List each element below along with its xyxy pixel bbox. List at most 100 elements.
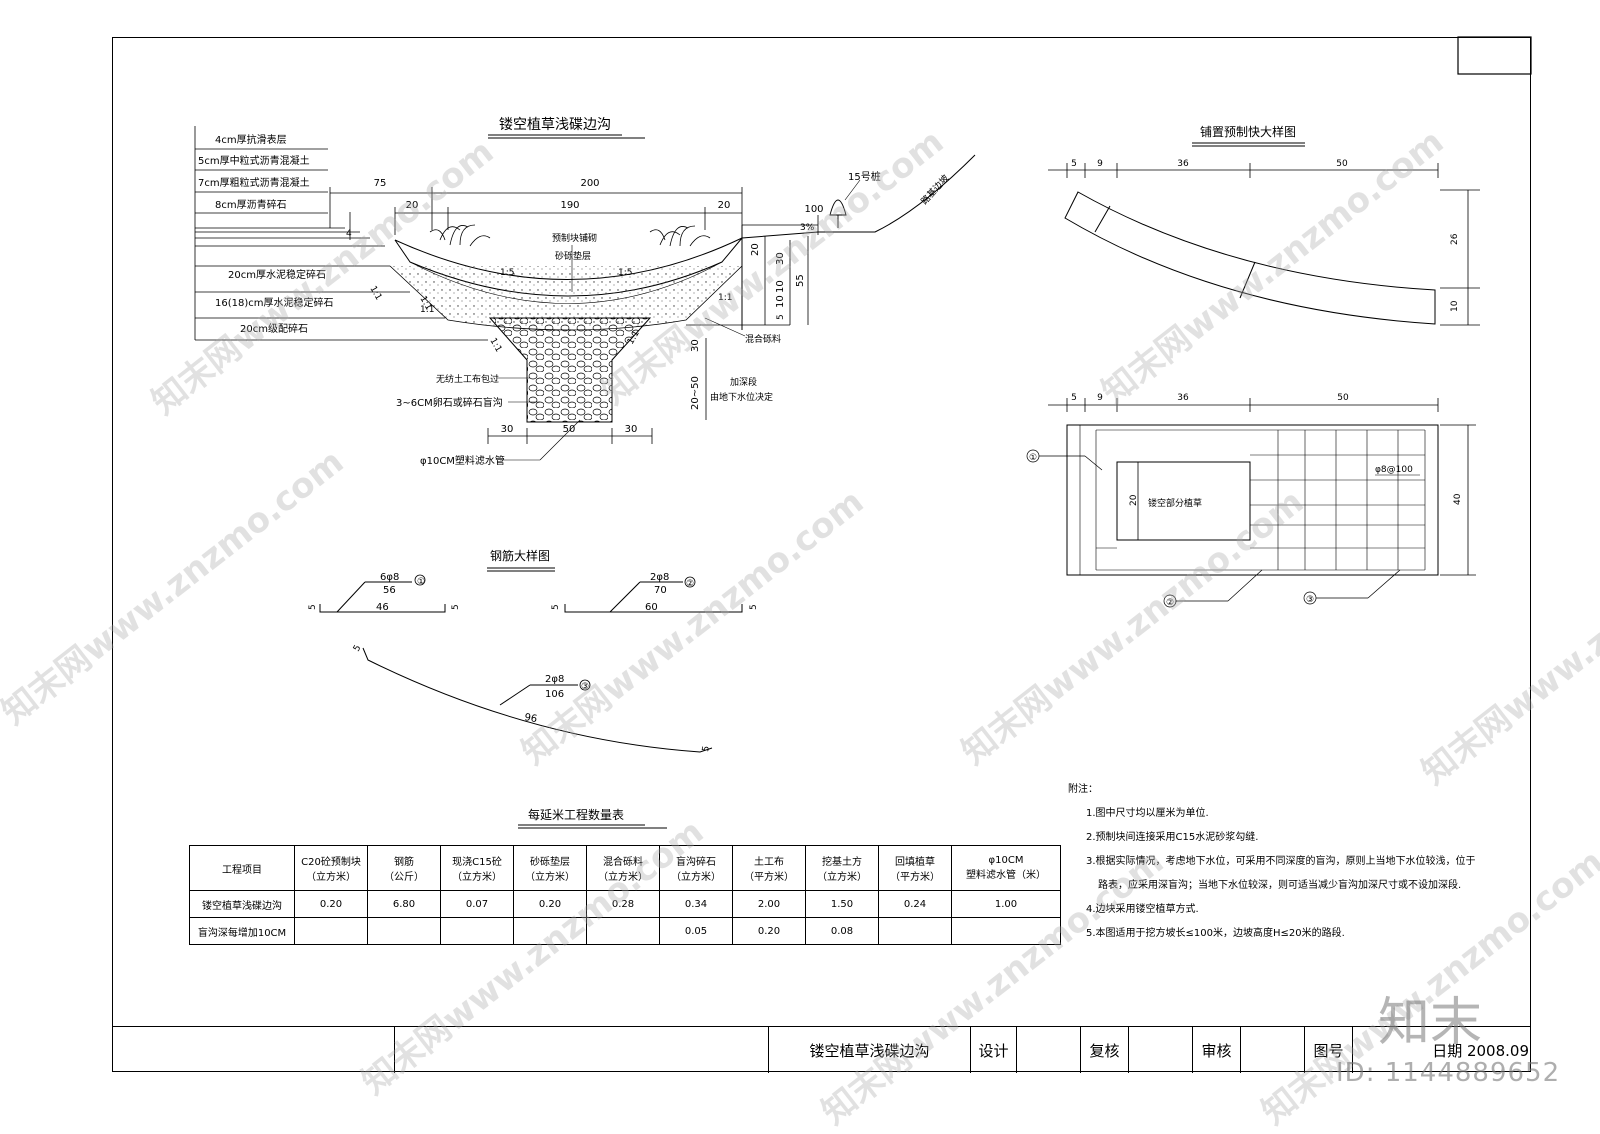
table-cell: 0.20 [294,890,368,918]
rebar-1-len: 46 [376,602,389,613]
title-block-review: 审核 [1192,1027,1240,1073]
mix-label: 混合砾料 [745,333,781,345]
rebar-2-spec: 2φ8 [650,572,669,583]
table-cell: 0.34 [659,890,733,918]
slope-1: 1:5 [500,268,514,278]
table-cell: 1.50 [805,890,879,918]
rebar-3-total: 106 [545,689,564,700]
table-cell: 0.08 [805,917,879,945]
header-cell: 混合砾料 （立方米） [586,845,660,891]
rebar-2-total: 70 [654,585,667,596]
corner-box [1457,36,1532,75]
callout-3: ③ [1306,595,1314,605]
dim-100: 100 [804,204,823,215]
rebar-2-hook-r: 5 [749,604,759,610]
layer-2: 5cm厚中粒式沥青混凝土 [198,154,310,167]
be-dim-36: 36 [1177,159,1189,169]
callout-2: ② [1166,598,1174,608]
bp-dim-36: 36 [1177,393,1189,403]
rebar-title: 钢筋大样图 [490,548,550,563]
gravel-label: 3~6CM卵石或碎石盲沟 [396,396,503,409]
be-dim-10: 10 [1450,300,1460,312]
slope-2: 1:5 [618,268,632,278]
dim-4: 4 [346,229,352,239]
header-cell: φ10CM 塑料滤水管（米） [951,845,1061,891]
header-cell: 回填植草 （平方米） [878,845,952,891]
title-block: 镂空植草浅碟边沟 设计 复核 审核 图号 日期 2008.09 [112,1026,1531,1073]
title-block-drawing-no: 图号 [1304,1027,1352,1073]
table-cell [586,917,660,945]
note-item: 1.图中尺寸均以厘米为单位. [1086,808,1209,819]
block-detail-title: 铺置预制快大样图 [1200,124,1296,139]
rebar-3-hook-r: 5 [701,745,712,752]
header-cell: 土工布 （平方米） [732,845,806,891]
rebar-3-len: 96 [523,712,537,725]
section-dimensions [329,187,819,444]
table-cell [513,917,587,945]
table-row: 镂空植草浅碟边沟 0.20 6.80 0.07 0.20 0.28 0.34 2… [189,890,1061,918]
table-cell: 0.24 [878,890,952,918]
callout-1: ① [1029,453,1037,463]
slope-6: 1:1 [487,337,503,355]
bp-dim-50: 50 [1337,393,1349,403]
title-block-name: 镂空植草浅碟边沟 [768,1027,970,1073]
note-item: 路表，应采用深盲沟；当地下水位较深，则可适当减少盲沟加深尺寸或不设加深段. [1098,880,1462,891]
dim-20c: 20 [750,243,761,256]
layer-7: 20cm级配碎石 [240,322,308,335]
block-elevation-dims [1048,163,1480,326]
table-cell: 盲沟深每增加10CM [189,917,295,945]
grass-plant-left [429,224,491,247]
section-title: 镂空植草浅碟边沟 [499,117,611,133]
bp-dim-40: 40 [1453,493,1463,505]
dim-10b: 10 [775,295,786,308]
layer-6: 16(18)cm厚水泥稳定碎石 [215,296,334,309]
dim-30r: 30 [625,424,638,435]
dim-200: 200 [580,178,599,189]
table-cell [878,917,952,945]
note-item: 4.边块采用镂空植草方式. [1086,904,1199,915]
table-cell: 镂空植草浅碟边沟 [189,890,295,918]
rebar-1 [319,574,446,613]
rebar-1-hook-l: 5 [308,604,318,610]
table-cell [367,917,441,945]
dim-5: 5 [776,314,786,320]
slope-label: 路基边坡 [918,172,951,207]
slope-3: 1:1 [367,285,383,303]
block-label: 预制块铺砌 [552,232,597,244]
header-cell: 盲沟碎石 （立方米） [659,845,733,891]
watermark-logo: 知末 [1378,993,1483,1053]
table-cell: 0.05 [659,917,733,945]
ditch-section [389,154,976,423]
be-dim-5: 5 [1071,159,1077,169]
layer-4: 8cm厚沥青碎石 [215,198,287,211]
title-block-check-value [1128,1027,1192,1073]
be-dim-26: 26 [1450,233,1460,245]
rebar-2-len: 60 [645,602,658,613]
tree-icon [829,199,847,228]
rebar-3-num: ③ [581,682,589,692]
header-cell: 工程项目 [189,845,295,891]
pipe-label: φ10CM塑料滤水管 [420,454,505,467]
rebar-1-total: 56 [383,585,396,596]
layer-labels [194,126,488,341]
header-cell: 砂砾垫层 （立方米） [513,845,587,891]
drawing-frame [112,37,1531,1072]
dim-30: 30 [775,252,786,265]
deepen-label-1: 加深段 [730,376,757,388]
title-block-design-value [1016,1027,1080,1073]
table-cell [951,917,1061,945]
tree-label: 15号桩 [848,170,881,183]
header-cell: 现浇C15砼 （立方米） [440,845,514,891]
slope-5: 1:1 [420,305,434,315]
sand-label: 砂砾垫层 [555,250,591,262]
grass-plant-right [649,225,711,247]
table-cell [294,917,368,945]
dim-20a: 20 [406,200,419,211]
rebar-spacing-label: φ8@100 [1375,465,1413,475]
slope-8: 1:1 [718,293,732,303]
bp-dim-5: 5 [1071,393,1077,403]
title-block-review-value [1240,1027,1304,1073]
note-item: 2.预制块间连接采用C15水泥砂浆勾缝. [1086,832,1259,843]
notes-title: 附注： [1068,784,1098,795]
